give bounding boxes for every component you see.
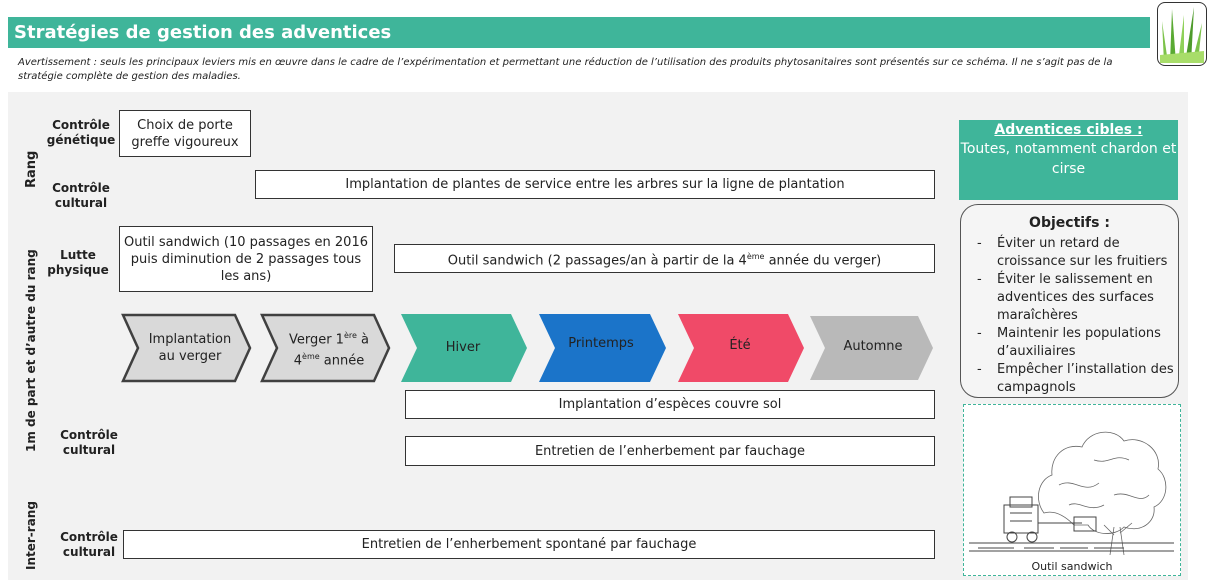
objectives-title: Objectifs : <box>1029 215 1110 231</box>
implantation-line2: au verger <box>158 349 222 364</box>
outil-sandwich-initial-line1: Outil sandwich (10 passages en 2016 <box>123 234 368 250</box>
outil-sandwich-initial-line3: les ans) <box>220 268 272 284</box>
objective-item: Empêcher l’installation des campagnols <box>977 361 1178 397</box>
sketch-caption: Outil sandwich <box>1031 560 1113 573</box>
zone-label-inter-rang: Inter-rang <box>24 501 38 570</box>
verger-line2: 4 <box>293 353 303 369</box>
box-outil-sandwich-initial: Outil sandwich (10 passages en 2016 puis… <box>119 226 373 292</box>
warning-note: Avertissement : seuls les principaux lev… <box>18 57 1113 82</box>
chevron-ete <box>678 314 804 382</box>
timeline-chevrons <box>121 313 933 383</box>
box-enherbement-spontane: Entretien de l’enherbement spontané par … <box>123 530 935 559</box>
objective-item: Maintenir les populations d’auxiliaires <box>977 325 1178 361</box>
page-title: Stratégies de gestion des adventices <box>14 22 392 43</box>
chevron-hiver-label: Hiver <box>445 339 481 355</box>
outil-sandwich-annual-text2: année du verger) <box>764 253 882 269</box>
verger-line2b: année <box>319 353 365 369</box>
objectives-panel: Objectifs : Éviter un retard de croissan… <box>960 204 1179 398</box>
chevron-implantation <box>121 313 252 383</box>
zone-label-1m: 1m de part et d’autre du rang <box>24 249 38 452</box>
box-porte-greffe: Choix de porte greffe vigoureux <box>119 110 251 157</box>
chevron-printemps <box>539 314 666 382</box>
chevron-automne <box>810 316 933 380</box>
box-couvre-sol: Implantation d’espèces couvre sol <box>405 390 935 419</box>
chevron-automne-label: Automne <box>843 338 903 354</box>
category-lutte-physique: Lutte physique <box>47 248 109 277</box>
verger-sup1: ère <box>343 330 357 340</box>
objective-item: Éviter le salissement en adventices des … <box>977 271 1178 325</box>
verger-line1: Verger 1 <box>288 332 344 347</box>
objective-item: Éviter un retard de croissance sur les f… <box>977 235 1178 271</box>
target-weeds-title: Adventices cibles : <box>994 122 1143 138</box>
grass-logo-icon <box>1157 2 1207 66</box>
outil-sandwich-initial-line2: puis diminution de 2 passages tous <box>130 251 362 267</box>
target-weeds-line1: Toutes, notamment chardon et <box>960 141 1177 157</box>
target-weeds-panel: Adventices cibles : Toutes, notamment ch… <box>959 120 1178 200</box>
zone-label-rang: Rang <box>24 150 39 188</box>
chevron-verger <box>260 313 391 383</box>
box-enherbement: Entretien de l’enherbement par fauchage <box>405 436 935 466</box>
verger-sup2: ème <box>302 352 320 361</box>
category-controle-cultural-inter: Contrôle cultural <box>60 530 118 559</box>
objectives-list: Éviter un retard de croissance sur les f… <box>961 235 1178 397</box>
chevron-printemps-label: Printemps <box>568 335 634 351</box>
chevron-implantation-label: Implantation au verger <box>140 315 240 381</box>
chevron-hiver <box>401 314 527 382</box>
category-controle-genetique: Contrôle génétique <box>46 118 116 147</box>
category-controle-cultural-rang: Contrôle cultural <box>52 181 110 210</box>
outil-sandwich-annual-text: Outil sandwich (2 passages/an à partir d… <box>447 253 747 269</box>
target-weeds-line2: cirse <box>1051 161 1086 177</box>
chevron-verger-label: Verger 1ère à 4ème année <box>279 315 379 381</box>
chevron-ete-label: Été <box>729 337 751 353</box>
box-outil-sandwich-annual: Outil sandwich (2 passages/an à partir d… <box>394 244 935 273</box>
implantation-line1: Implantation <box>148 332 232 347</box>
tree-tractor-sketch <box>963 404 1181 576</box>
outil-sandwich-annual-sup: ème <box>746 251 765 261</box>
box-plantes-service: Implantation de plantes de service entre… <box>255 170 935 199</box>
title-bar <box>8 17 1150 48</box>
category-controle-cultural-1m: Contrôle cultural <box>60 428 118 457</box>
verger-line1b: à <box>356 332 370 347</box>
